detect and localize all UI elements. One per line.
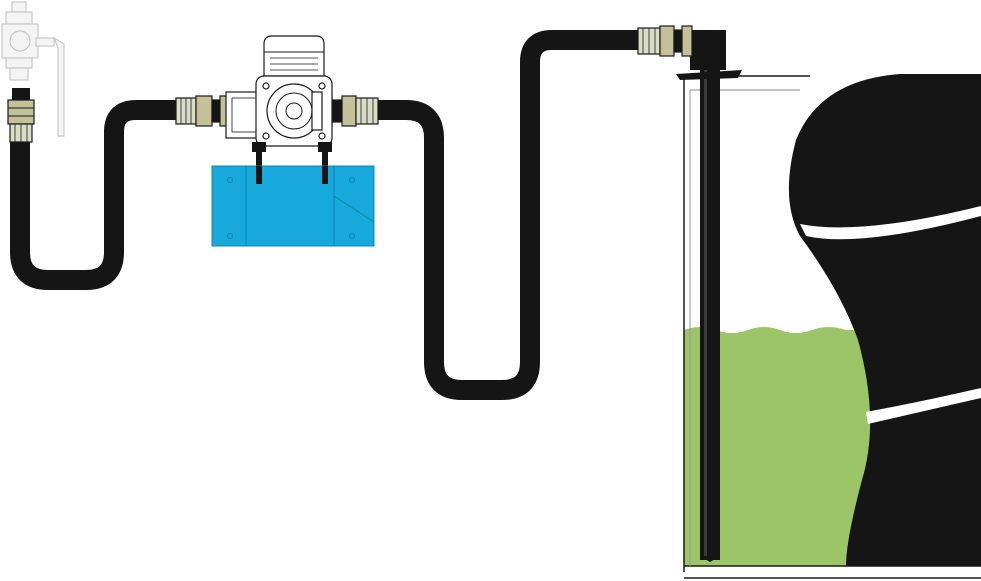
pump-motor-icon bbox=[225, 35, 333, 147]
inlet-fitting bbox=[7, 88, 35, 143]
inlet-hose bbox=[10, 100, 188, 290]
tank-fluid bbox=[684, 327, 870, 566]
tank-inlet-fitting bbox=[637, 25, 693, 57]
hose-line bbox=[10, 30, 650, 400]
tank-silhouette bbox=[788, 74, 981, 566]
silhouette-stripe-bottom bbox=[866, 388, 981, 424]
pipe-head-fitting bbox=[676, 30, 742, 80]
mounting-bracket bbox=[211, 165, 375, 247]
pump-inlet-fittings bbox=[175, 95, 231, 127]
ball-valve-icon bbox=[1, 1, 65, 137]
bracket-bolts bbox=[256, 166, 328, 184]
silhouette-stripe-top bbox=[800, 206, 981, 240]
outlet-hose bbox=[366, 30, 650, 400]
suction-pipe bbox=[700, 60, 720, 562]
